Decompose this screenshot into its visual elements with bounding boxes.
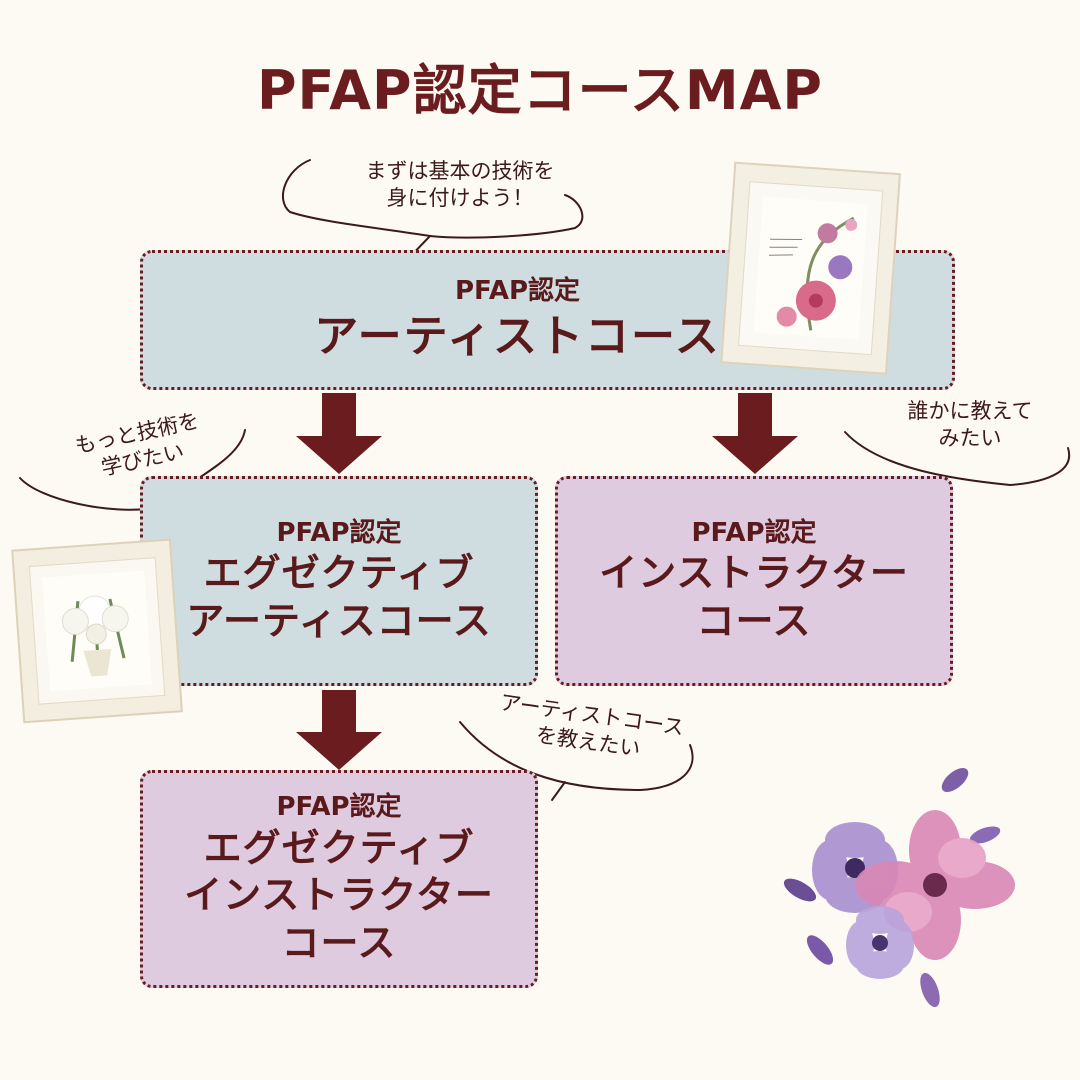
course-name-line2: アーティスコース: [186, 598, 492, 643]
course-box-exec-artist[interactable]: PFAP認定 エグゼクティブ アーティスコース: [140, 476, 538, 686]
callout-curve-top-right: [429, 194, 584, 239]
course-name-line2: インストラクター: [184, 873, 494, 918]
callout-curve-right: [844, 431, 1071, 487]
arrow-artist-to-instructor: [712, 393, 798, 474]
course-name-line3: コース: [281, 920, 397, 965]
callout-curve-top: [281, 159, 431, 237]
course-prefix: PFAP認定: [454, 275, 580, 306]
course-prefix: PFAP認定: [691, 517, 817, 548]
course-name-line2: コース: [696, 598, 812, 643]
course-box-instructor[interactable]: PFAP認定 インストラクター コース: [555, 476, 953, 686]
framed-flower-artwork: [720, 161, 901, 375]
callout-curve-bottom: [459, 721, 694, 792]
course-box-exec-instructor[interactable]: PFAP認定 エグゼクティブ インストラクター コース: [140, 770, 538, 988]
arrow-artist-to-exec-artist: [296, 393, 382, 474]
course-prefix: PFAP認定: [276, 517, 402, 548]
page-title: PFAP認定コースMAP: [256, 59, 824, 122]
purple-flower-watercolor: [783, 768, 1015, 1008]
course-name: アーティストコース: [314, 311, 721, 363]
note-top: まずは基本の技術を身に付けよう！: [365, 159, 555, 211]
callout-tail-bottom: [551, 781, 566, 801]
course-name-line1: エグゼクティブ: [203, 825, 475, 870]
note-right: 誰かに教えてみたい: [907, 399, 1033, 451]
course-name-line1: インストラクター: [599, 551, 909, 596]
framed-white-bouquet: [11, 538, 183, 724]
course-prefix: PFAP認定: [276, 791, 402, 822]
course-name-line1: エグゼクティブ: [203, 551, 475, 596]
arrow-exec-artist-to-exec-instructor: [296, 690, 382, 770]
